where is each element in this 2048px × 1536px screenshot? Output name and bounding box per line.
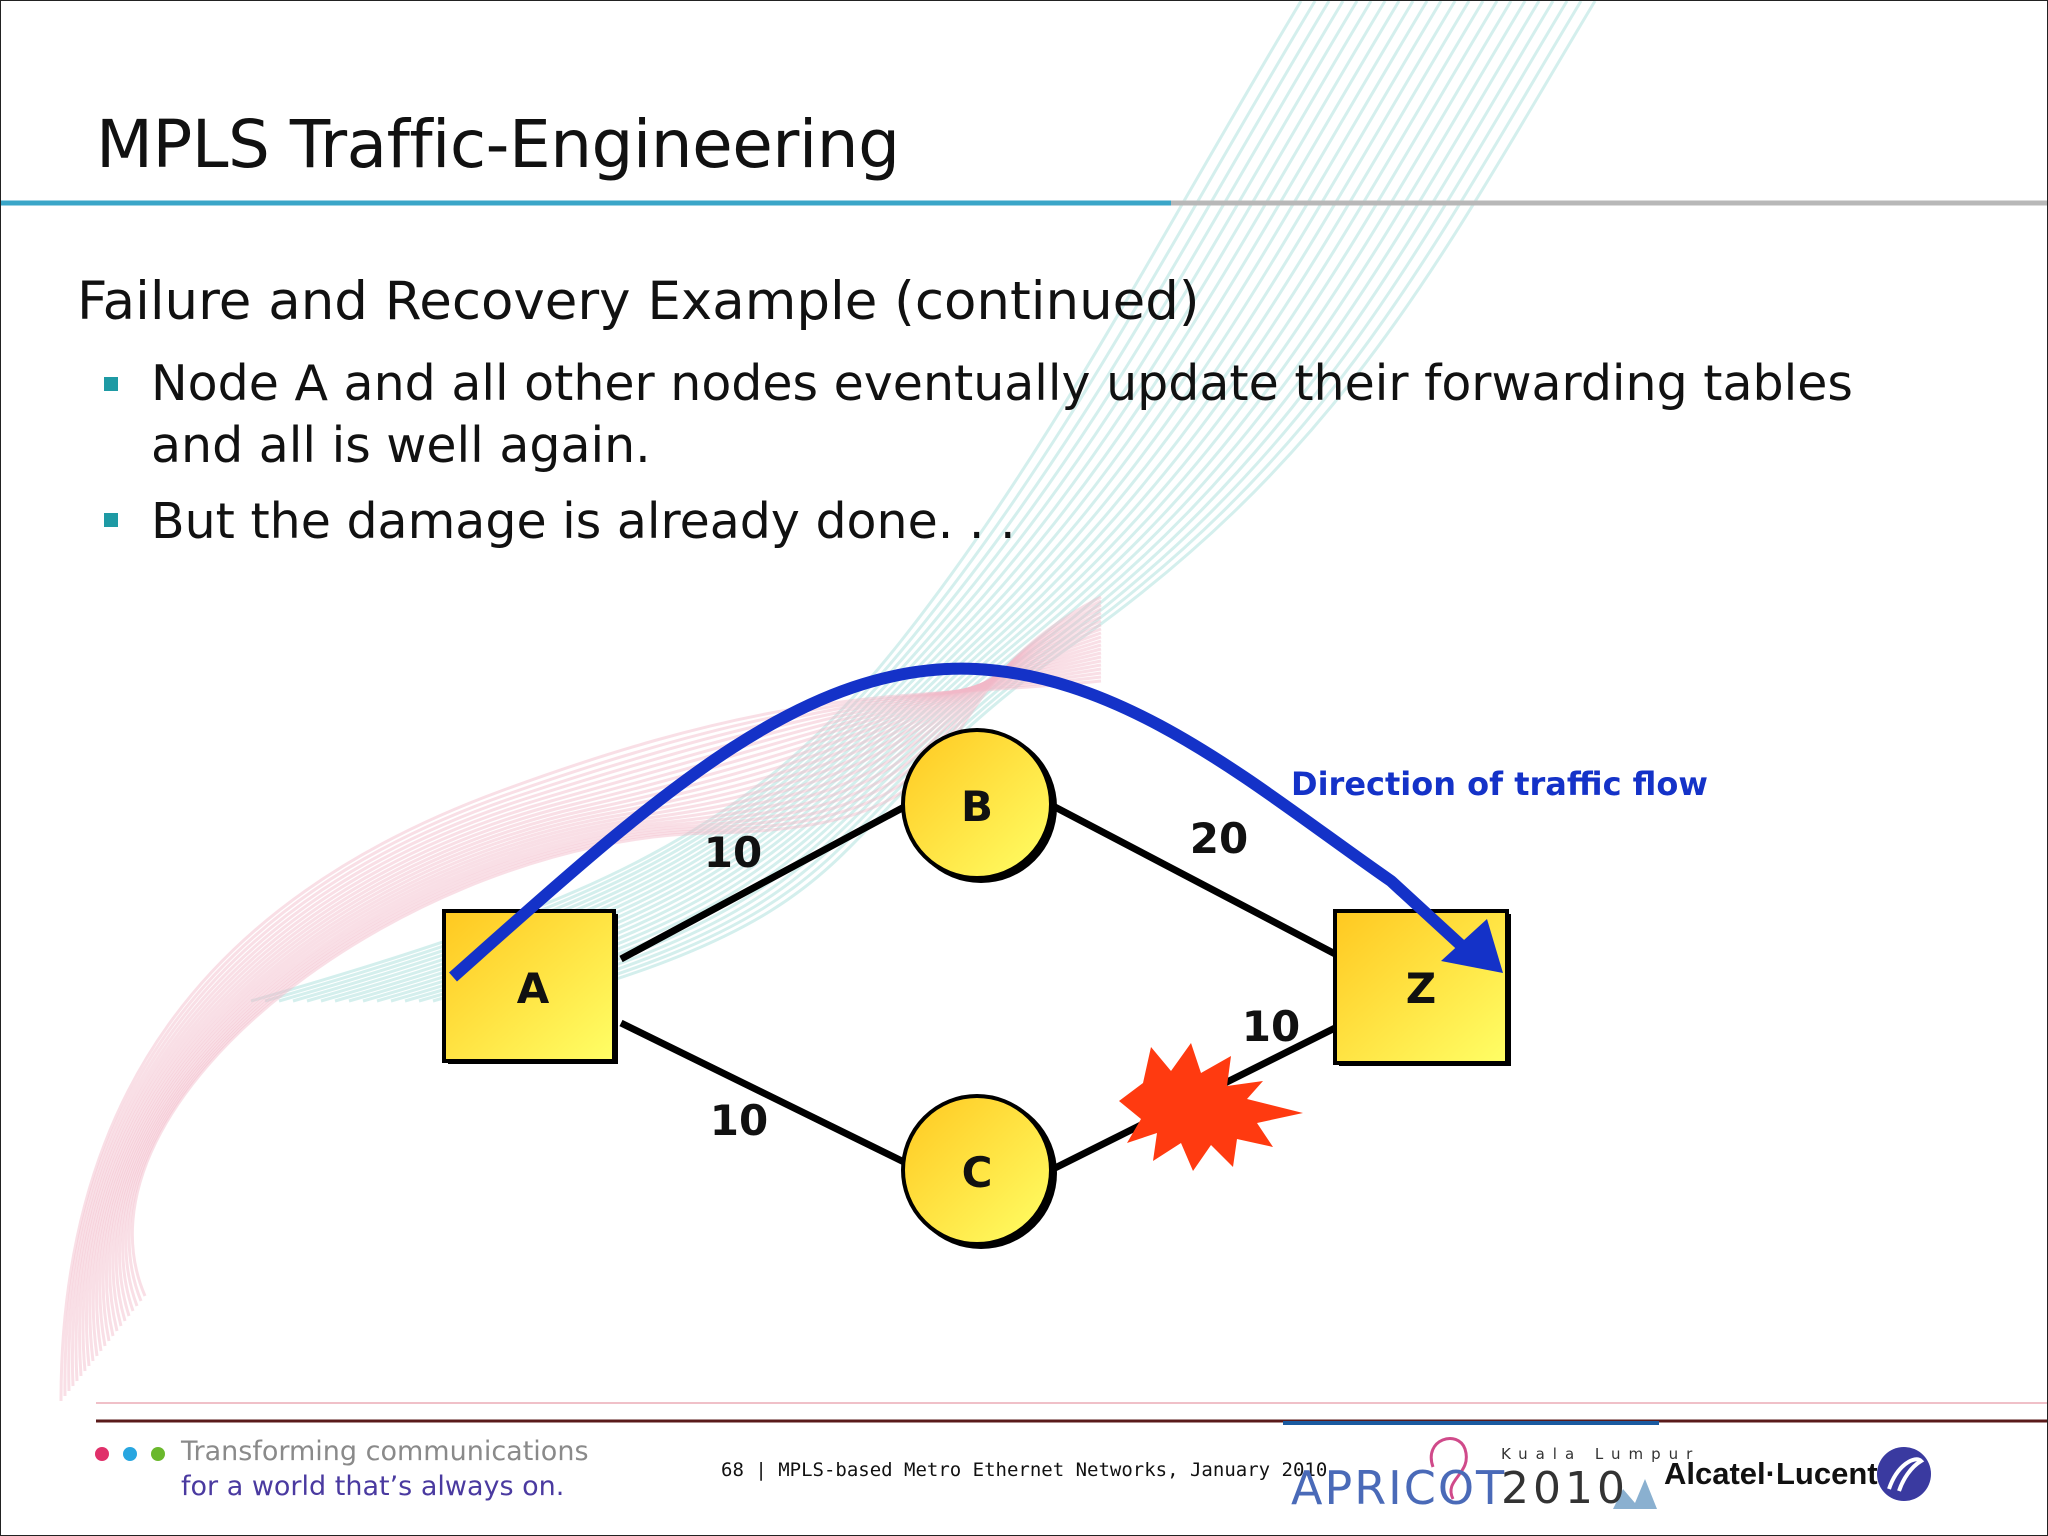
link-c-z-cost: 10 (1242, 1002, 1300, 1051)
bullet-item: Node A and all other nodes eventually up… (151, 355, 1853, 474)
alcatel-lucent-logo-icon (1877, 1447, 1931, 1501)
node-c-label: C (962, 1148, 993, 1197)
node-z-label: Z (1406, 964, 1436, 1013)
link-a-b (619, 802, 908, 963)
footer-page-info: 68 | MPLS-based Metro Ethernet Networks,… (721, 1459, 1328, 1481)
link-b-z-cost: 20 (1190, 814, 1248, 863)
apricot-logo-art (1283, 1421, 1659, 1509)
node-a (442, 909, 616, 1063)
footer-tagline-line2: for a world that’s always on. (181, 1471, 565, 1502)
slide-subtitle: Failure and Recovery Example (continued) (77, 271, 1200, 332)
node-c (901, 1094, 1053, 1246)
bullet-marker (104, 377, 118, 391)
link-a-c-cost: 10 (710, 1096, 768, 1145)
footer-dot-green (151, 1447, 165, 1461)
bullet-marker (104, 513, 118, 527)
link-a-c (619, 1019, 908, 1167)
bullet-item: But the damage is already done. . . (151, 493, 1016, 550)
node-b-label: B (961, 782, 993, 831)
event-city: Kuala Lumpur (1501, 1445, 1701, 1463)
failure-burst-icon (1119, 1043, 1303, 1171)
node-b (901, 728, 1053, 880)
node-a-label: A (517, 964, 550, 1013)
company-logo-text: Alcatel·Lucent (1664, 1456, 1878, 1491)
footer-dot-blue (123, 1447, 137, 1461)
event-year: 2010 (1501, 1463, 1629, 1514)
traffic-flow-arrow (449, 662, 1481, 982)
slide-title: MPLS Traffic-Engineering (96, 106, 900, 183)
link-a-b-cost: 10 (704, 828, 762, 877)
link-b-z (1051, 802, 1341, 960)
footer-tagline-line1: Transforming communications (181, 1436, 589, 1467)
traffic-flow-label: Direction of traffic flow (1291, 765, 1708, 803)
event-logo-name: APRICOT (1291, 1461, 1507, 1515)
traffic-flow-arrowhead-icon (1441, 919, 1503, 973)
footer-dot-pink (95, 1447, 109, 1461)
